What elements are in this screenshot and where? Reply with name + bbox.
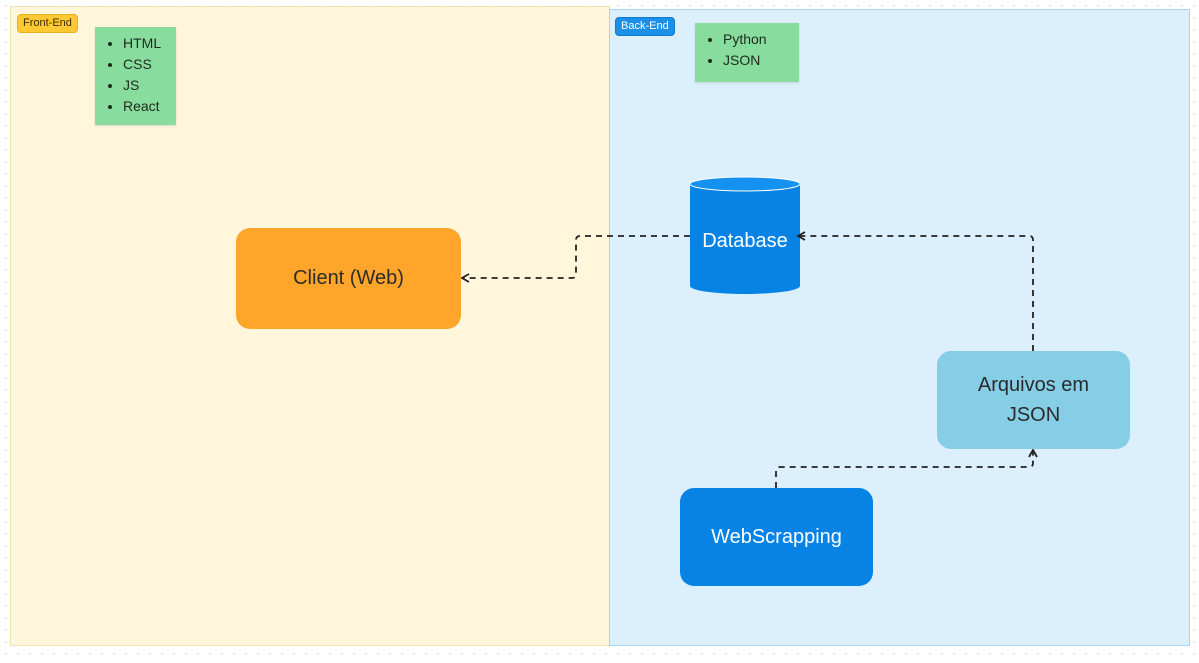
client-web-node[interactable]: Client (Web) [236,228,461,329]
connector-arquivos-to-database[interactable] [796,231,1034,351]
note-item-css: CSS [123,54,176,75]
frontend-section-label[interactable]: Front-End [17,14,78,33]
webscrapping-node[interactable]: WebScrapping [680,488,873,586]
database-cylinder[interactable] [689,176,801,294]
note-item-html: HTML [123,33,176,54]
note-item-js: JS [123,75,176,96]
note-item-python: Python [723,29,799,50]
database-label: Database [702,229,788,252]
connector-scrapping-to-arquivos[interactable] [775,448,1038,488]
frontend-tech-sticky-note[interactable]: HTML CSS JS React [95,27,176,125]
note-item-json: JSON [723,50,799,71]
note-item-react: React [123,96,176,117]
backend-tech-sticky-note[interactable]: Python JSON [695,23,799,82]
backend-section-label[interactable]: Back-End [615,17,675,36]
arquivos-json-node[interactable]: Arquivos em JSON [937,351,1130,449]
connector-database-to-client[interactable] [460,235,690,283]
